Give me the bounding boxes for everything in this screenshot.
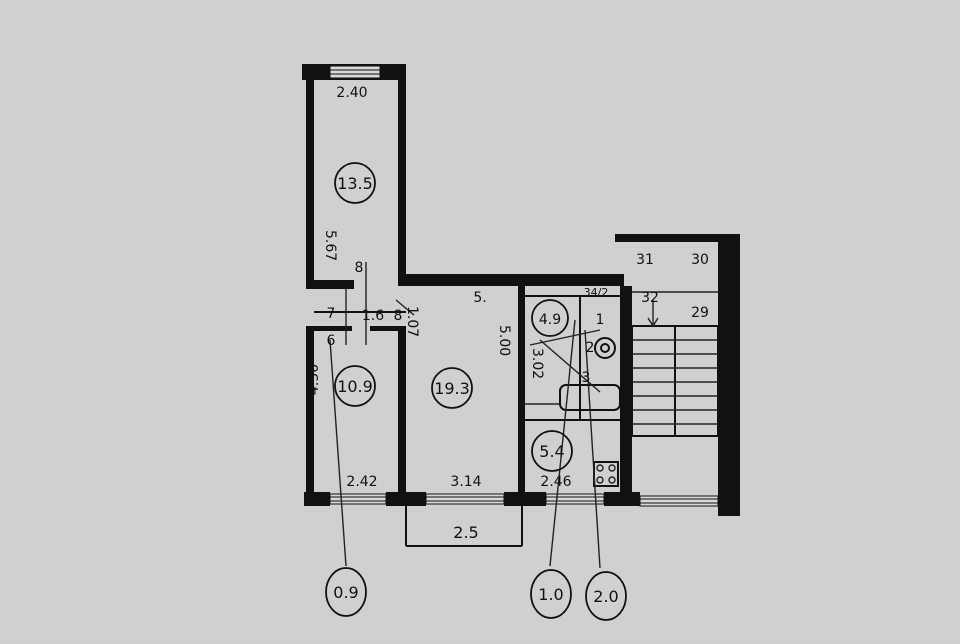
point-8-right: 8 [394, 308, 403, 324]
room-circle-4-9 [531, 299, 569, 337]
dim-kitchen-width: 2.46 [540, 474, 571, 490]
balcony [405, 506, 523, 547]
room-area-4-9: 4.9 [539, 312, 561, 328]
room-circle-10-9 [334, 365, 376, 407]
callout-1-0: 1.0 [538, 585, 563, 604]
callout-circle-1-0 [530, 569, 572, 619]
point-5: 5. [473, 290, 486, 306]
bottom-facade [304, 492, 740, 516]
room-area-19-3: 19.3 [434, 379, 470, 398]
point-29: 29 [691, 305, 709, 321]
room-circle-19-3 [431, 367, 473, 409]
room-area-5-4: 5.4 [539, 442, 564, 461]
point-30: 30 [691, 252, 709, 268]
point-3: 3 [582, 370, 591, 386]
point-6: 6 [327, 333, 336, 349]
point-8-top: 8 [355, 260, 364, 276]
callout-2-0: 2.0 [593, 587, 618, 606]
point-7: 7 [327, 306, 336, 322]
dim-left-room-width: 2.42 [346, 474, 377, 490]
dim-balcony-width: 2.5 [453, 523, 478, 542]
point-2: 2 [586, 340, 595, 356]
dim-corridor-length: 1.07 [404, 306, 420, 337]
callout-circle-0-9 [325, 567, 367, 617]
dim-left-room-length: 4.50 [306, 364, 322, 395]
dim-living-width: 3.14 [450, 474, 481, 490]
dim-top-room-width: 2.40 [336, 85, 367, 101]
dim-corridor-width: 1.6 [362, 308, 384, 324]
point-1: 1 [596, 312, 605, 328]
middle-wall [306, 274, 624, 289]
dim-bath-sub: 3.02 [529, 348, 545, 379]
room-circle-13-5 [334, 162, 376, 204]
stairwell [615, 234, 740, 516]
dim-bath-length: 5.00 [496, 325, 512, 356]
room-area-13-5: 13.5 [337, 174, 373, 193]
dim-top-room-length: 5.67 [322, 230, 338, 261]
point-32: 32 [641, 290, 659, 306]
callout-circle-2-0 [585, 571, 627, 621]
room-circle-5-4 [531, 430, 573, 472]
top-room-walls [302, 64, 406, 286]
callout-0-9: 0.9 [333, 583, 358, 602]
point-34: 34/2 [584, 286, 609, 299]
room-area-10-9: 10.9 [337, 377, 373, 396]
left-room-walls [306, 262, 415, 502]
point-31: 31 [636, 252, 654, 268]
callout-leaders [329, 319, 601, 569]
